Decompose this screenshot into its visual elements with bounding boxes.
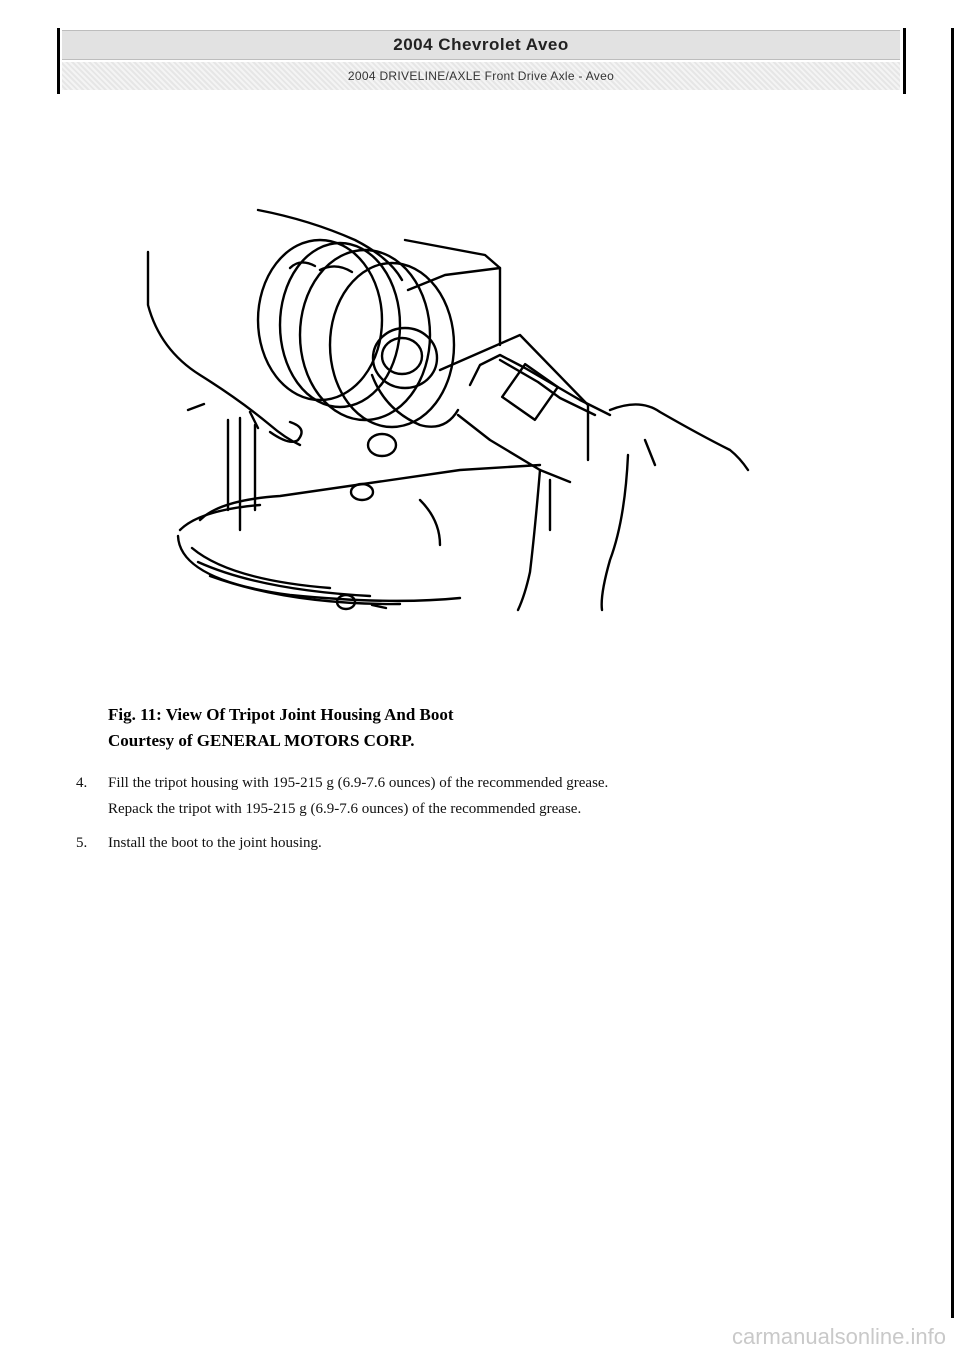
figure-caption: Fig. 11: View Of Tripot Joint Housing An… <box>108 702 454 754</box>
tripot-joint-illustration <box>146 208 750 612</box>
figure-caption-title: Fig. 11: View Of Tripot Joint Housing An… <box>108 705 454 724</box>
step-number: 5. <box>76 835 88 851</box>
step-text: Repack the tripot with 195-215 g (6.9-7.… <box>108 801 582 817</box>
figure-caption-credit: Courtesy of GENERAL MOTORS CORP. <box>108 731 415 750</box>
document-title: 2004 Chevrolet Aveo <box>62 30 900 60</box>
step-number: 4. <box>76 775 88 791</box>
document-subtitle: 2004 DRIVELINE/AXLE Front Drive Axle - A… <box>62 62 900 90</box>
header-left-rule <box>57 28 60 94</box>
header-right-rule <box>903 28 906 94</box>
page-right-rule <box>951 28 954 1318</box>
watermark: carmanualsonline.info <box>731 1324 946 1349</box>
step-text: Fill the tripot housing with 195-215 g (… <box>108 775 609 791</box>
step-text: Install the boot to the joint housing. <box>108 835 322 851</box>
